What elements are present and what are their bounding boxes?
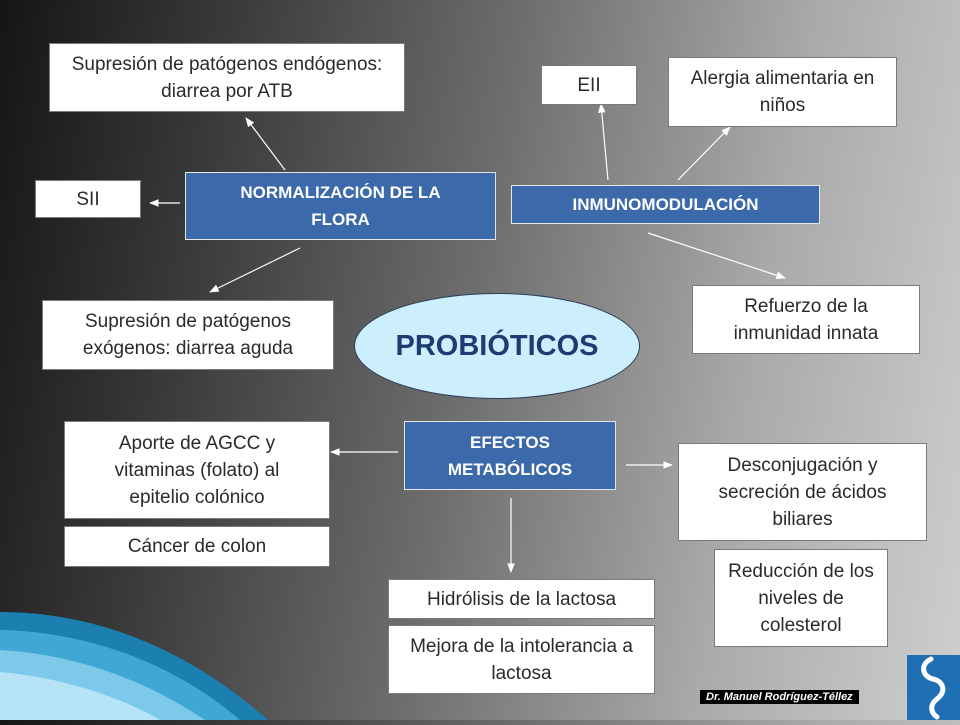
hub-inmunomodulacion: INMUNOMODULACIÓN bbox=[511, 185, 820, 224]
hub-normalizacion-flora: NORMALIZACIÓN DE LA FLORA bbox=[185, 172, 496, 240]
box-reduccion-colesterol: Reducción de los niveles de colesterol bbox=[714, 549, 888, 647]
hub-efectos-metabolicos: EFECTOS METABÓLICOS bbox=[404, 421, 616, 490]
box-aporte-agcc: Aporte de AGCC y vitaminas (folato) al e… bbox=[64, 421, 330, 519]
center-probioticos: PROBIÓTICOS bbox=[354, 293, 640, 399]
arrow-inmuno-refuerzo bbox=[647, 232, 786, 279]
box-supresion-exogenos: Supresión de patógenos exógenos: diarrea… bbox=[42, 300, 334, 370]
box-desconjugacion: Desconjugación y secreción de ácidos bil… bbox=[678, 443, 927, 541]
box-mejora-intolerancia: Mejora de la intolerancia a lactosa bbox=[388, 625, 655, 694]
logo bbox=[907, 655, 960, 720]
box-alergia-alimentaria: Alergia alimentaria en niños bbox=[668, 57, 897, 127]
box-sii: SII bbox=[35, 180, 141, 218]
arrow-flora-exogenos bbox=[209, 247, 301, 293]
logo-icon bbox=[921, 656, 946, 720]
box-eii: EII bbox=[541, 65, 637, 105]
box-refuerzo-inmunidad: Refuerzo de la inmunidad innata bbox=[692, 285, 920, 354]
box-hidrolisis-lactosa: Hidrólisis de la lactosa bbox=[388, 579, 655, 619]
box-supresion-endogenos: Supresión de patógenos endógenos: diarre… bbox=[49, 43, 405, 112]
arrow-inmuno-alergia bbox=[677, 126, 731, 181]
arrow-flora-endogenos bbox=[245, 117, 286, 171]
box-cancer-colon: Cáncer de colon bbox=[64, 526, 330, 567]
author-signature: Dr. Manuel Rodríguez-Téllez bbox=[700, 690, 859, 704]
arrow-inmuno-eii bbox=[597, 103, 609, 181]
